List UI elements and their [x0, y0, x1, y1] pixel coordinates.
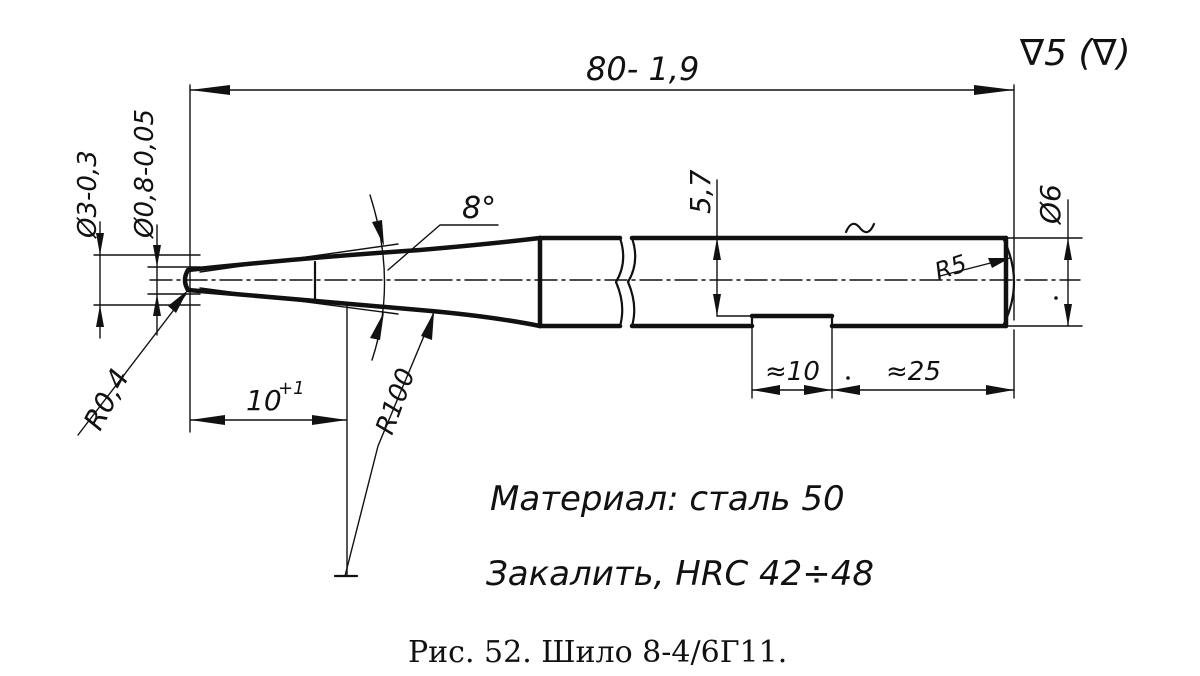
arrow-flat-gap-left: [752, 385, 780, 395]
tip-radius-label: R0,4: [77, 363, 136, 435]
arrow-d08-bottom: [153, 294, 161, 316]
squiggle-mark: [844, 222, 876, 234]
arrow-r100: [421, 312, 434, 340]
arrow-overall-left: [190, 85, 230, 95]
dimension-lines: [77, 85, 1072, 578]
point-diameter-label: Ø0,8-0,05: [130, 109, 160, 239]
center-mark: [1054, 296, 1058, 300]
flat-length-label: ≈25: [886, 357, 941, 387]
flat-gap-label: ≈10: [765, 357, 820, 387]
angle-line-upper: [199, 243, 399, 273]
arrow-d6-bottom: [1064, 304, 1072, 326]
arrow-flat-length-left: [832, 385, 860, 395]
taper-length-tolerance: +1: [278, 378, 305, 399]
taper-upper-edge: [185, 235, 543, 273]
leader-r04: [77, 293, 187, 436]
leader-r100: [344, 311, 435, 577]
arrow-r5: [988, 258, 1010, 268]
flat-height-label: 5,7: [684, 169, 717, 214]
arrow-taper-right: [312, 415, 347, 425]
leader-angle: [387, 224, 499, 271]
taper-radius-label: R100: [370, 365, 421, 439]
break-line-right: [626, 236, 637, 328]
angle-line-lower: [199, 287, 399, 315]
shank-diameter-label: Ø6: [1034, 184, 1067, 225]
figure-caption: Рис. 52. Шило 8-4/6Г11.: [408, 635, 787, 670]
arrow-angle-bottom: [370, 312, 384, 340]
dim-arc-angle: [369, 194, 386, 361]
flat-center-dot: [846, 376, 850, 380]
arrow-d08-top: [153, 245, 161, 267]
hardening-note: Закалить, HRC 42÷48: [486, 554, 874, 594]
taper-angle-label: 8°: [462, 191, 496, 226]
arrow-57-top: [713, 238, 721, 260]
arrow-angle-top: [372, 220, 384, 246]
arrow-d6-top: [1064, 238, 1072, 260]
arrow-taper-left: [190, 415, 225, 425]
arrow-d3-bottom: [96, 305, 104, 327]
part-outline: [149, 235, 1081, 329]
taper-lower-edge: [185, 287, 543, 329]
break-line-left: [614, 236, 625, 328]
notes: Материал: сталь 50 Закалить, HRC 42÷48 Р…: [408, 479, 874, 670]
arrow-flat-length-right: [986, 385, 1014, 395]
arrow-d3-top: [96, 233, 104, 255]
surface-finish-symbol: ∇5 (∇): [1019, 33, 1131, 74]
labels: ∇5 (∇) 80- 1,9 Ø3-0,3 Ø0,8-0,05 8° R0,4 …: [73, 33, 1131, 438]
arrow-overall-right: [974, 85, 1014, 95]
tip-diameter-label: Ø3-0,3: [73, 150, 103, 239]
arrow-flat-gap-right: [804, 385, 832, 395]
arrow-r04: [168, 290, 188, 313]
arrow-57-bottom: [713, 294, 721, 316]
taper-length-label: 10: [246, 384, 282, 417]
overall-length-label: 80- 1,9: [586, 50, 699, 88]
material-note: Материал: сталь 50: [490, 479, 845, 519]
